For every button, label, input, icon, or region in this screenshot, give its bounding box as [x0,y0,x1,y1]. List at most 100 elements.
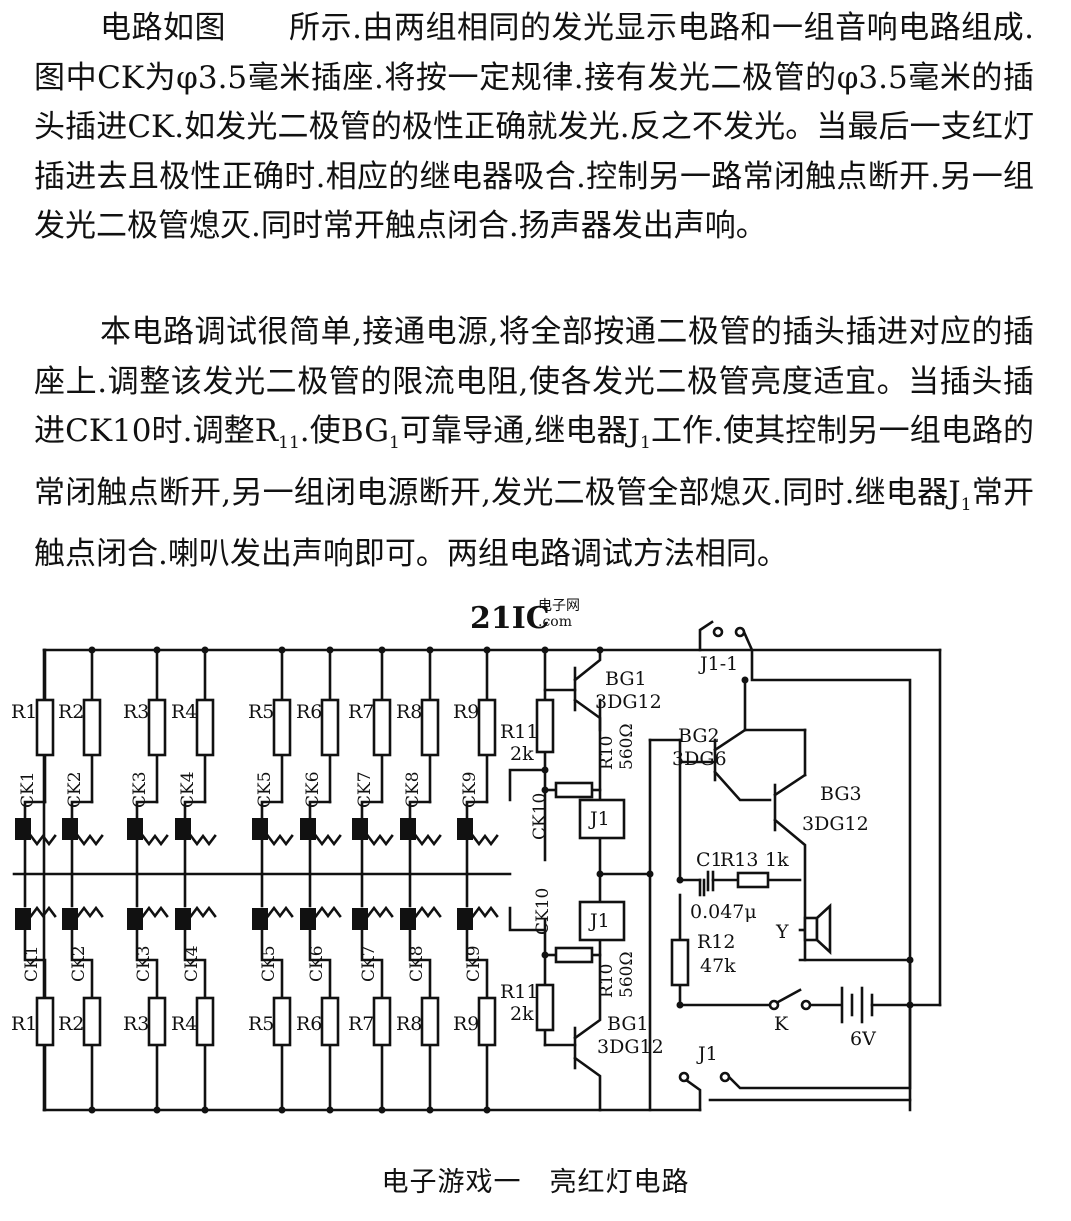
label-r11-top-value: 2k [510,743,534,765]
junction-dot [426,646,434,654]
jack-bottom [352,908,368,930]
jack-label-top: CK5 [255,771,275,808]
jack-bottom [457,908,473,930]
resistor-top [372,698,392,757]
junction-dot [483,646,491,654]
circuit-labels: R1CK1CK1R1R2CK2CK2R2R3CK3CK3R3R4CK4CK4R4… [11,653,876,1065]
junction-dot [153,646,161,654]
paragraph-debugging: 本电路调试很简单,接通电源,将全部按通二极管的插头插进对应的插座上.调整该发光二… [34,308,1034,580]
jack-spring [76,905,104,919]
resistor-label-top: R3 [123,701,149,723]
jack-spring [414,833,442,847]
label-c1: C1 [696,849,723,871]
resistor-label-bottom: R6 [296,1013,322,1035]
junction-dot [646,870,654,878]
label-bg1-top: BG1 [605,668,647,690]
transistor-collector [573,648,602,682]
jack-label-bottom: CK3 [134,945,154,982]
jack-spring [29,905,57,919]
transistor-collector [573,928,602,1040]
resistor-top [35,698,55,757]
junction-dot [278,646,286,654]
junction-dot [201,646,209,654]
watermark-cn: 电子网 [538,598,580,614]
junction-dot [378,1106,386,1114]
jack-spring [141,905,169,919]
junction-dot [906,956,914,964]
watermark-domain: .com [538,614,572,630]
resistor-top [477,698,497,757]
junction-dot [278,1106,286,1114]
transistor-emitter [713,770,772,802]
label-r11-bottom-value: 2k [510,1003,534,1025]
label-c1-value: 0.047μ [690,901,757,923]
jack-top [252,818,268,840]
jack-wire [465,928,489,1000]
resistor-label-top: R6 [296,701,322,723]
resistor-bottom [372,996,392,1047]
jack-bottom [127,908,143,930]
label-bg1-top-type: 3DG12 [595,691,662,713]
circuit-components [15,626,914,1114]
transistor-collector [773,773,807,797]
resistor-r10-top [554,781,594,799]
jack-spring [266,833,294,847]
resistor-label-bottom: R5 [248,1013,274,1035]
paragraph-description: 电路如图 所示.由两组相同的发光显示电路和一组音响电路组成.图中CK为φ3.5毫… [34,4,1034,252]
jack-spring [29,833,57,847]
switch-k [800,999,812,1011]
junction-dot [378,646,386,654]
jack-spring [266,905,294,919]
jack-label-bottom: CK5 [259,945,279,982]
relay-j1-bottom [578,900,626,942]
label-ck10-bottom: CK10 [533,888,553,935]
label-speaker-y: Y [775,921,789,943]
resistor-label-bottom: R7 [348,1013,374,1035]
wire [727,958,912,1090]
junction-dot [541,951,549,959]
watermark-brand: 21IC [470,601,550,636]
jack-label-top: CK1 [18,771,38,808]
jack-wire [183,928,207,1000]
subscript: 1 [960,494,972,515]
label-bg1-bottom: BG1 [607,1013,649,1035]
junction-dot [596,646,604,654]
speaker-y [803,916,819,942]
label-r10-top: R10 [597,736,617,770]
watermark: 21IC 电子网 .com [470,598,580,636]
resistor-label-bottom: R9 [453,1013,479,1035]
label-r12: R12 [697,931,735,953]
resistor-label-top: R8 [396,701,422,723]
jack-top [457,818,473,840]
jack-top [352,818,368,840]
resistor-r11-top [535,698,555,754]
label-r10-bottom-value: 560Ω [617,951,637,998]
paragraph-text: 可靠导通,继电器J [399,413,641,449]
junction-dot [88,646,96,654]
resistor-top [82,698,102,757]
jack-wire [70,928,94,1000]
jack-spring [414,905,442,919]
junction-dot [541,646,549,654]
resistor-bottom [320,996,340,1047]
label-bg3-type: 3DG12 [802,813,869,835]
resistor-label-bottom: R8 [396,1013,422,1035]
wire [508,906,547,932]
label-r10-top-value: 560Ω [617,723,637,770]
label-j1-bottom: J1 [588,910,610,932]
jack-label-bottom: CK7 [359,945,379,982]
junction-dot [201,1106,209,1114]
jack-spring [366,833,394,847]
transistor-collector [713,728,747,752]
jack-label-bottom: CK4 [182,945,202,982]
junction-dot [906,1001,914,1009]
junction-dot [326,1106,334,1114]
resistor-r10-bottom [554,946,594,964]
jack-spring [471,905,499,919]
resistor-bottom [420,996,440,1047]
resistor-r12 [670,938,690,987]
junction-dot [326,646,334,654]
resistor-bottom [35,996,55,1047]
jack-wire [308,928,332,1000]
jack-wire [360,928,384,1000]
